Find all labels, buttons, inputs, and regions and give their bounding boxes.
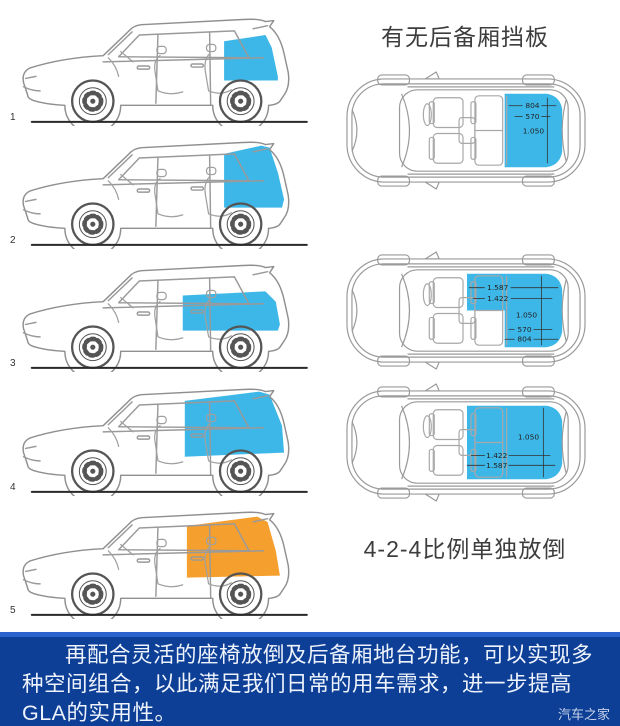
view-number: 4 — [10, 482, 16, 493]
side-view-4-diagram — [4, 374, 316, 496]
side-view-5: 5 — [4, 497, 316, 619]
side-view-2-diagram — [4, 127, 316, 249]
side-view-3-diagram — [4, 250, 316, 372]
autohome-watermark: 汽车之家 — [557, 707, 610, 722]
view-number: 5 — [10, 605, 16, 616]
highlight-region-folded-low — [182, 291, 280, 331]
highlight-region-trunk-plus-side — [466, 273, 563, 348]
highlight-region-trunk-plus-bench — [466, 405, 563, 480]
heading-seat-fold-ratio: 4-2-4比例单独放倒 — [363, 536, 567, 562]
side-view-2: 2 — [4, 127, 316, 249]
dimension-label: 1.587 — [487, 283, 509, 292]
side-view-1: 1 — [4, 4, 316, 126]
heading-trunk-board: 有无后备厢挡板 — [381, 24, 549, 50]
top-view-2: 1.587 1.422 1.050 570 804 — [342, 250, 590, 372]
dimension-label: 570 — [525, 112, 539, 121]
top-view-1: 804 570 1.050 — [342, 70, 590, 192]
dimension-label: 804 — [517, 335, 531, 344]
dimension-labels: 1.050 1.422 1.587 — [486, 433, 539, 470]
dimension-label: 1.050 — [523, 126, 545, 135]
top-view-3: 1.050 1.422 1.587 — [342, 382, 590, 504]
caption-banner: 再配合灵活的座椅放倒及后备厢地台功能，可以实现多种空间组合，以此满足我们日常的用… — [0, 632, 620, 726]
highlight-region-trunk — [504, 93, 563, 168]
view-number: 1 — [10, 112, 16, 123]
dimension-lines — [508, 97, 557, 164]
view-number: 2 — [10, 235, 16, 246]
dimension-label: 804 — [525, 101, 539, 110]
caption-text: 再配合灵活的座椅放倒及后备厢地台功能，可以实现多种空间组合，以此满足我们日常的用… — [22, 643, 594, 725]
side-view-3: 3 — [4, 250, 316, 372]
dimension-label: 1.587 — [486, 461, 508, 470]
view-number: 3 — [10, 358, 16, 369]
dimension-lines — [466, 407, 556, 478]
dimension-label: 1.050 — [516, 310, 538, 319]
dimension-label: 570 — [517, 325, 531, 334]
side-view-1-diagram — [4, 4, 316, 126]
dimension-label: 1.422 — [486, 451, 507, 460]
top-view-2-diagram: 1.587 1.422 1.050 570 804 — [346, 251, 586, 370]
dimension-lines — [468, 275, 559, 346]
top-view-3-diagram: 1.050 1.422 1.587 — [346, 383, 586, 502]
top-view-1-diagram: 804 570 1.050 — [346, 71, 586, 190]
dimension-label: 1.422 — [487, 294, 508, 303]
side-view-5-diagram — [4, 497, 316, 619]
dimension-labels: 1.587 1.422 1.050 570 804 — [487, 283, 537, 344]
dimension-labels: 804 570 1.050 — [523, 101, 545, 135]
dimension-label: 1.050 — [518, 433, 540, 442]
side-view-4: 4 — [4, 374, 316, 496]
